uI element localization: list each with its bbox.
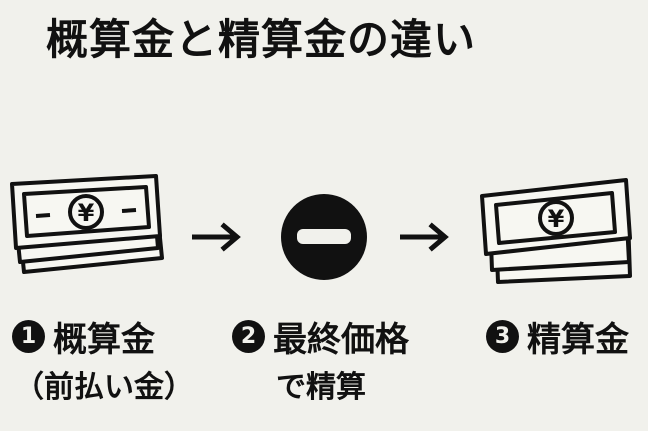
- page-title: 概算金と精算金の違い: [46, 15, 477, 64]
- right-arrow-icon: [400, 222, 449, 252]
- step-number-badge: 2: [232, 320, 265, 353]
- yen-symbol: ¥: [548, 205, 565, 233]
- banknote-yen-icon-left: ¥: [10, 174, 164, 274]
- step-2-label: 2 最終価格: [232, 312, 409, 361]
- minus-circle-icon: [281, 194, 367, 280]
- step-label: 精算金: [527, 320, 629, 360]
- yen-symbol: ¥: [78, 199, 95, 227]
- step-3-label: 3 精算金: [486, 312, 629, 361]
- step-number-badge: 3: [486, 320, 519, 353]
- step-1-sub: （前払い金）: [14, 370, 194, 405]
- step-number-badge: 1: [12, 320, 45, 353]
- step-label: 概算金: [53, 320, 155, 360]
- right-arrow-icon: [192, 222, 241, 252]
- step-label: 最終価格: [273, 320, 409, 360]
- step-1-label: 1 概算金: [12, 312, 155, 361]
- banknote-yen-icon-right: ¥: [480, 178, 632, 284]
- step-2-sub: で精算: [276, 370, 366, 405]
